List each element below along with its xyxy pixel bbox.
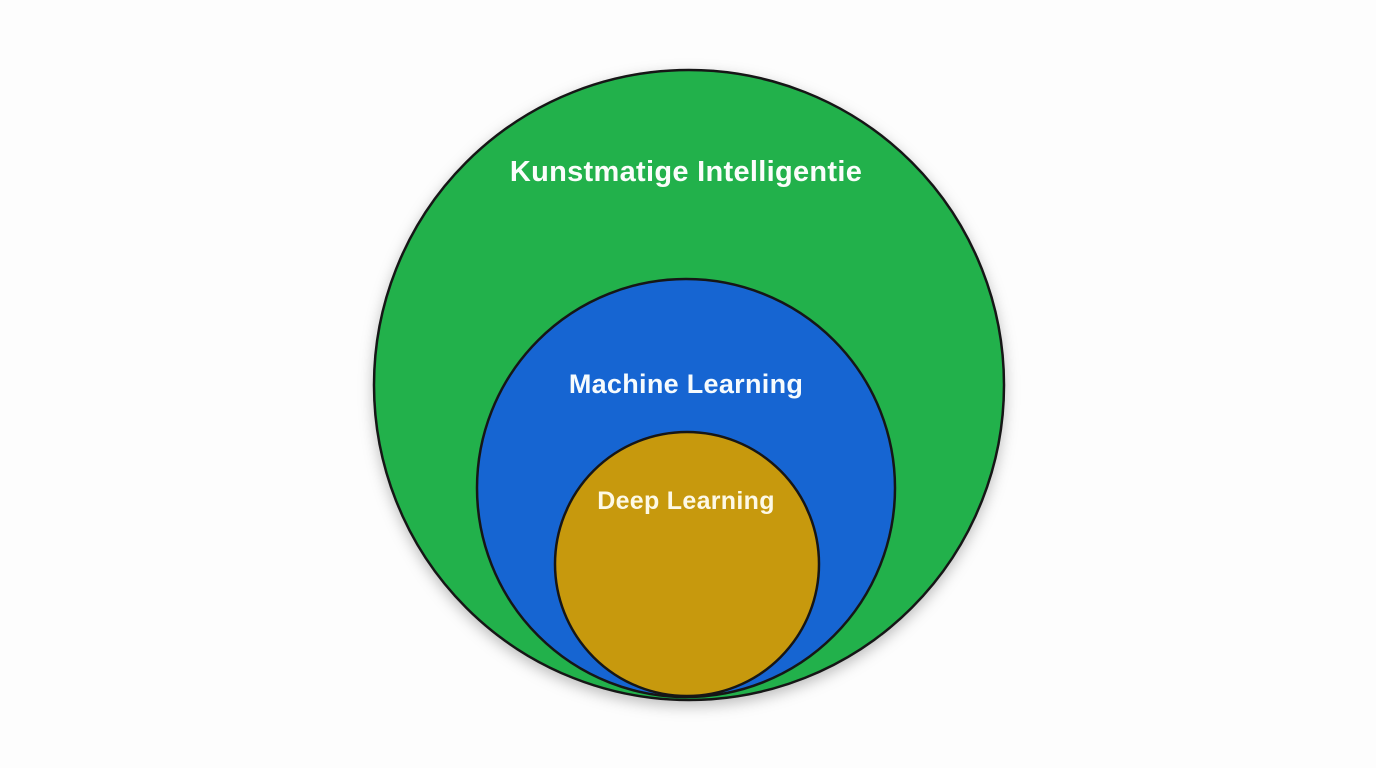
label-artificial-intelligence: Kunstmatige Intelligentie (510, 156, 862, 188)
label-machine-learning: Machine Learning (569, 369, 803, 399)
circle-group (372, 68, 1006, 702)
label-deep-learning: Deep Learning (597, 487, 775, 515)
circle-deep-learning (553, 430, 821, 698)
